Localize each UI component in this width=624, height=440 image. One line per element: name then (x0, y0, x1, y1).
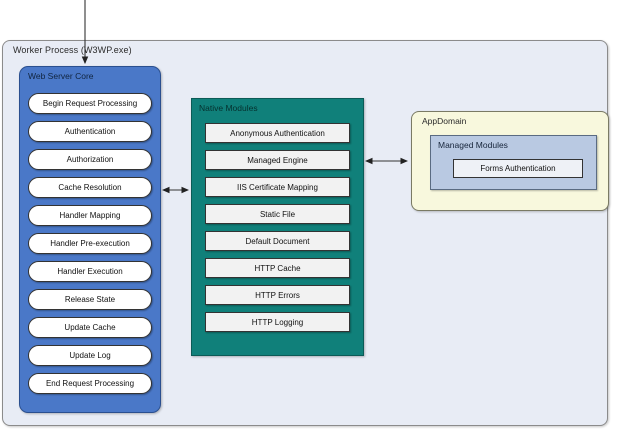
stage-end-request-processing[interactable]: End Request Processing (28, 373, 152, 394)
native-modules-label: Native Modules (199, 103, 258, 113)
module-managed-engine[interactable]: Managed Engine (205, 150, 350, 170)
app-domain-container: AppDomain Managed Modules Forms Authenti… (411, 111, 609, 211)
stage-authorization[interactable]: Authorization (28, 149, 152, 170)
module-default-document[interactable]: Default Document (205, 231, 350, 251)
native-modules-list: Anonymous Authentication Managed Engine … (205, 123, 350, 339)
module-iis-certificate-mapping[interactable]: IIS Certificate Mapping (205, 177, 350, 197)
stage-release-state[interactable]: Release State (28, 289, 152, 310)
managed-modules-container: Managed Modules Forms Authentication (430, 135, 597, 190)
stage-cache-resolution[interactable]: Cache Resolution (28, 177, 152, 198)
module-http-cache[interactable]: HTTP Cache (205, 258, 350, 278)
module-http-errors[interactable]: HTTP Errors (205, 285, 350, 305)
module-anonymous-authentication[interactable]: Anonymous Authentication (205, 123, 350, 143)
stage-authentication[interactable]: Authentication (28, 121, 152, 142)
stage-update-cache[interactable]: Update Cache (28, 317, 152, 338)
managed-modules-label: Managed Modules (438, 140, 508, 150)
worker-process-label: Worker Process (W3WP.exe) (13, 45, 132, 55)
module-static-file[interactable]: Static File (205, 204, 350, 224)
web-server-core-label: Web Server Core (28, 71, 94, 81)
worker-process-container: Worker Process (W3WP.exe) Web Server Cor… (2, 40, 609, 426)
app-domain-label: AppDomain (422, 116, 467, 126)
module-forms-authentication[interactable]: Forms Authentication (453, 159, 583, 178)
stage-handler-mapping[interactable]: Handler Mapping (28, 205, 152, 226)
stage-handler-execution[interactable]: Handler Execution (28, 261, 152, 282)
stage-update-log[interactable]: Update Log (28, 345, 152, 366)
web-server-core-stage-list: Begin Request Processing Authentication … (28, 93, 152, 401)
stage-handler-pre-execution[interactable]: Handler Pre-execution (28, 233, 152, 254)
stage-begin-request-processing[interactable]: Begin Request Processing (28, 93, 152, 114)
module-http-logging[interactable]: HTTP Logging (205, 312, 350, 332)
native-modules-container: Native Modules Anonymous Authentication … (191, 98, 364, 356)
web-server-core-container: Web Server Core Begin Request Processing… (19, 66, 161, 413)
